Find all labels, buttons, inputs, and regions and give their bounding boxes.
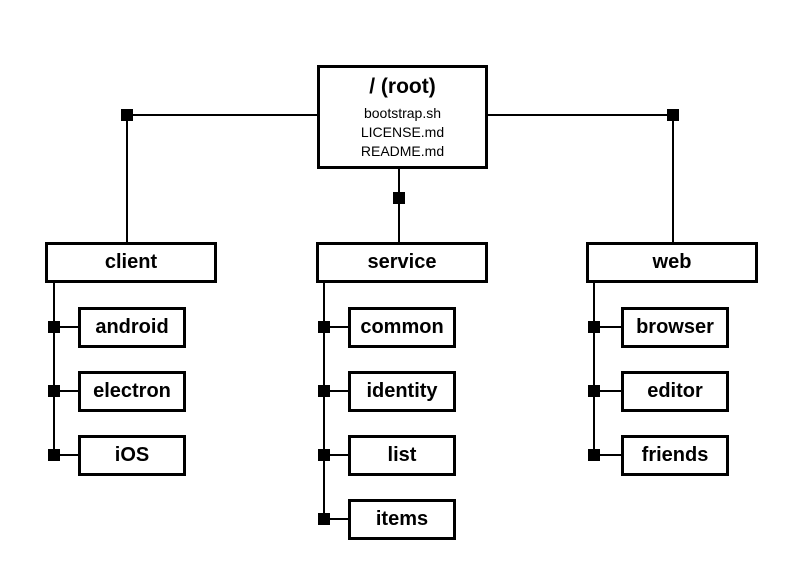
child-node-common: common [348, 307, 456, 348]
child-node-items: items [348, 499, 456, 540]
connector-node-root-service [393, 192, 405, 204]
connector-node-friends [588, 449, 600, 461]
connector-root-client [126, 114, 318, 242]
root-title: / (root) [369, 74, 436, 98]
connector-node-root-web [667, 109, 679, 121]
group-node-web: web [586, 242, 758, 283]
connector-node-root-client [121, 109, 133, 121]
child-node-identity: identity [348, 371, 456, 412]
group-node-service: service [316, 242, 488, 283]
child-node-electron: electron [78, 371, 186, 412]
child-node-ios: iOS [78, 435, 186, 476]
connector-node-android [48, 321, 60, 333]
connector-node-ios [48, 449, 60, 461]
connector-node-editor [588, 385, 600, 397]
connector-node-electron [48, 385, 60, 397]
child-node-list: list [348, 435, 456, 476]
root-file-license: LICENSE.md [360, 123, 445, 140]
child-node-editor: editor [621, 371, 729, 412]
child-node-android: android [78, 307, 186, 348]
group-node-client: client [45, 242, 217, 283]
connector-node-browser [588, 321, 600, 333]
root-node: / (root) bootstrap.sh LICENSE.md README.… [317, 65, 488, 169]
connector-node-list [318, 449, 330, 461]
child-node-friends: friends [621, 435, 729, 476]
connector-node-items [318, 513, 330, 525]
connector-root-web [487, 114, 674, 242]
connector-node-identity [318, 385, 330, 397]
root-file-readme: README.md [360, 142, 445, 159]
child-node-browser: browser [621, 307, 729, 348]
connector-node-common [318, 321, 330, 333]
root-file-bootstrap: bootstrap.sh [363, 104, 442, 121]
